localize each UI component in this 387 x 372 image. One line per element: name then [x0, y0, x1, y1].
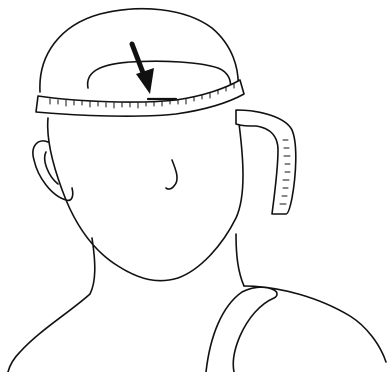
- shoulder-strap-icon: [206, 287, 277, 372]
- arrow-down-icon: [132, 44, 154, 94]
- hair-outline-icon: [40, 9, 238, 92]
- measuring-tape-tail-icon: [236, 110, 296, 214]
- hair-inner-icon: [88, 61, 231, 90]
- neck-left-icon: [8, 238, 95, 372]
- measuring-tape-icon: [36, 80, 244, 116]
- head-outline-icon: [48, 116, 243, 281]
- nose-icon: [166, 160, 177, 189]
- neck-right-icon: [236, 234, 244, 286]
- shoulder-right-icon: [244, 286, 386, 362]
- ear-icon: [33, 141, 73, 200]
